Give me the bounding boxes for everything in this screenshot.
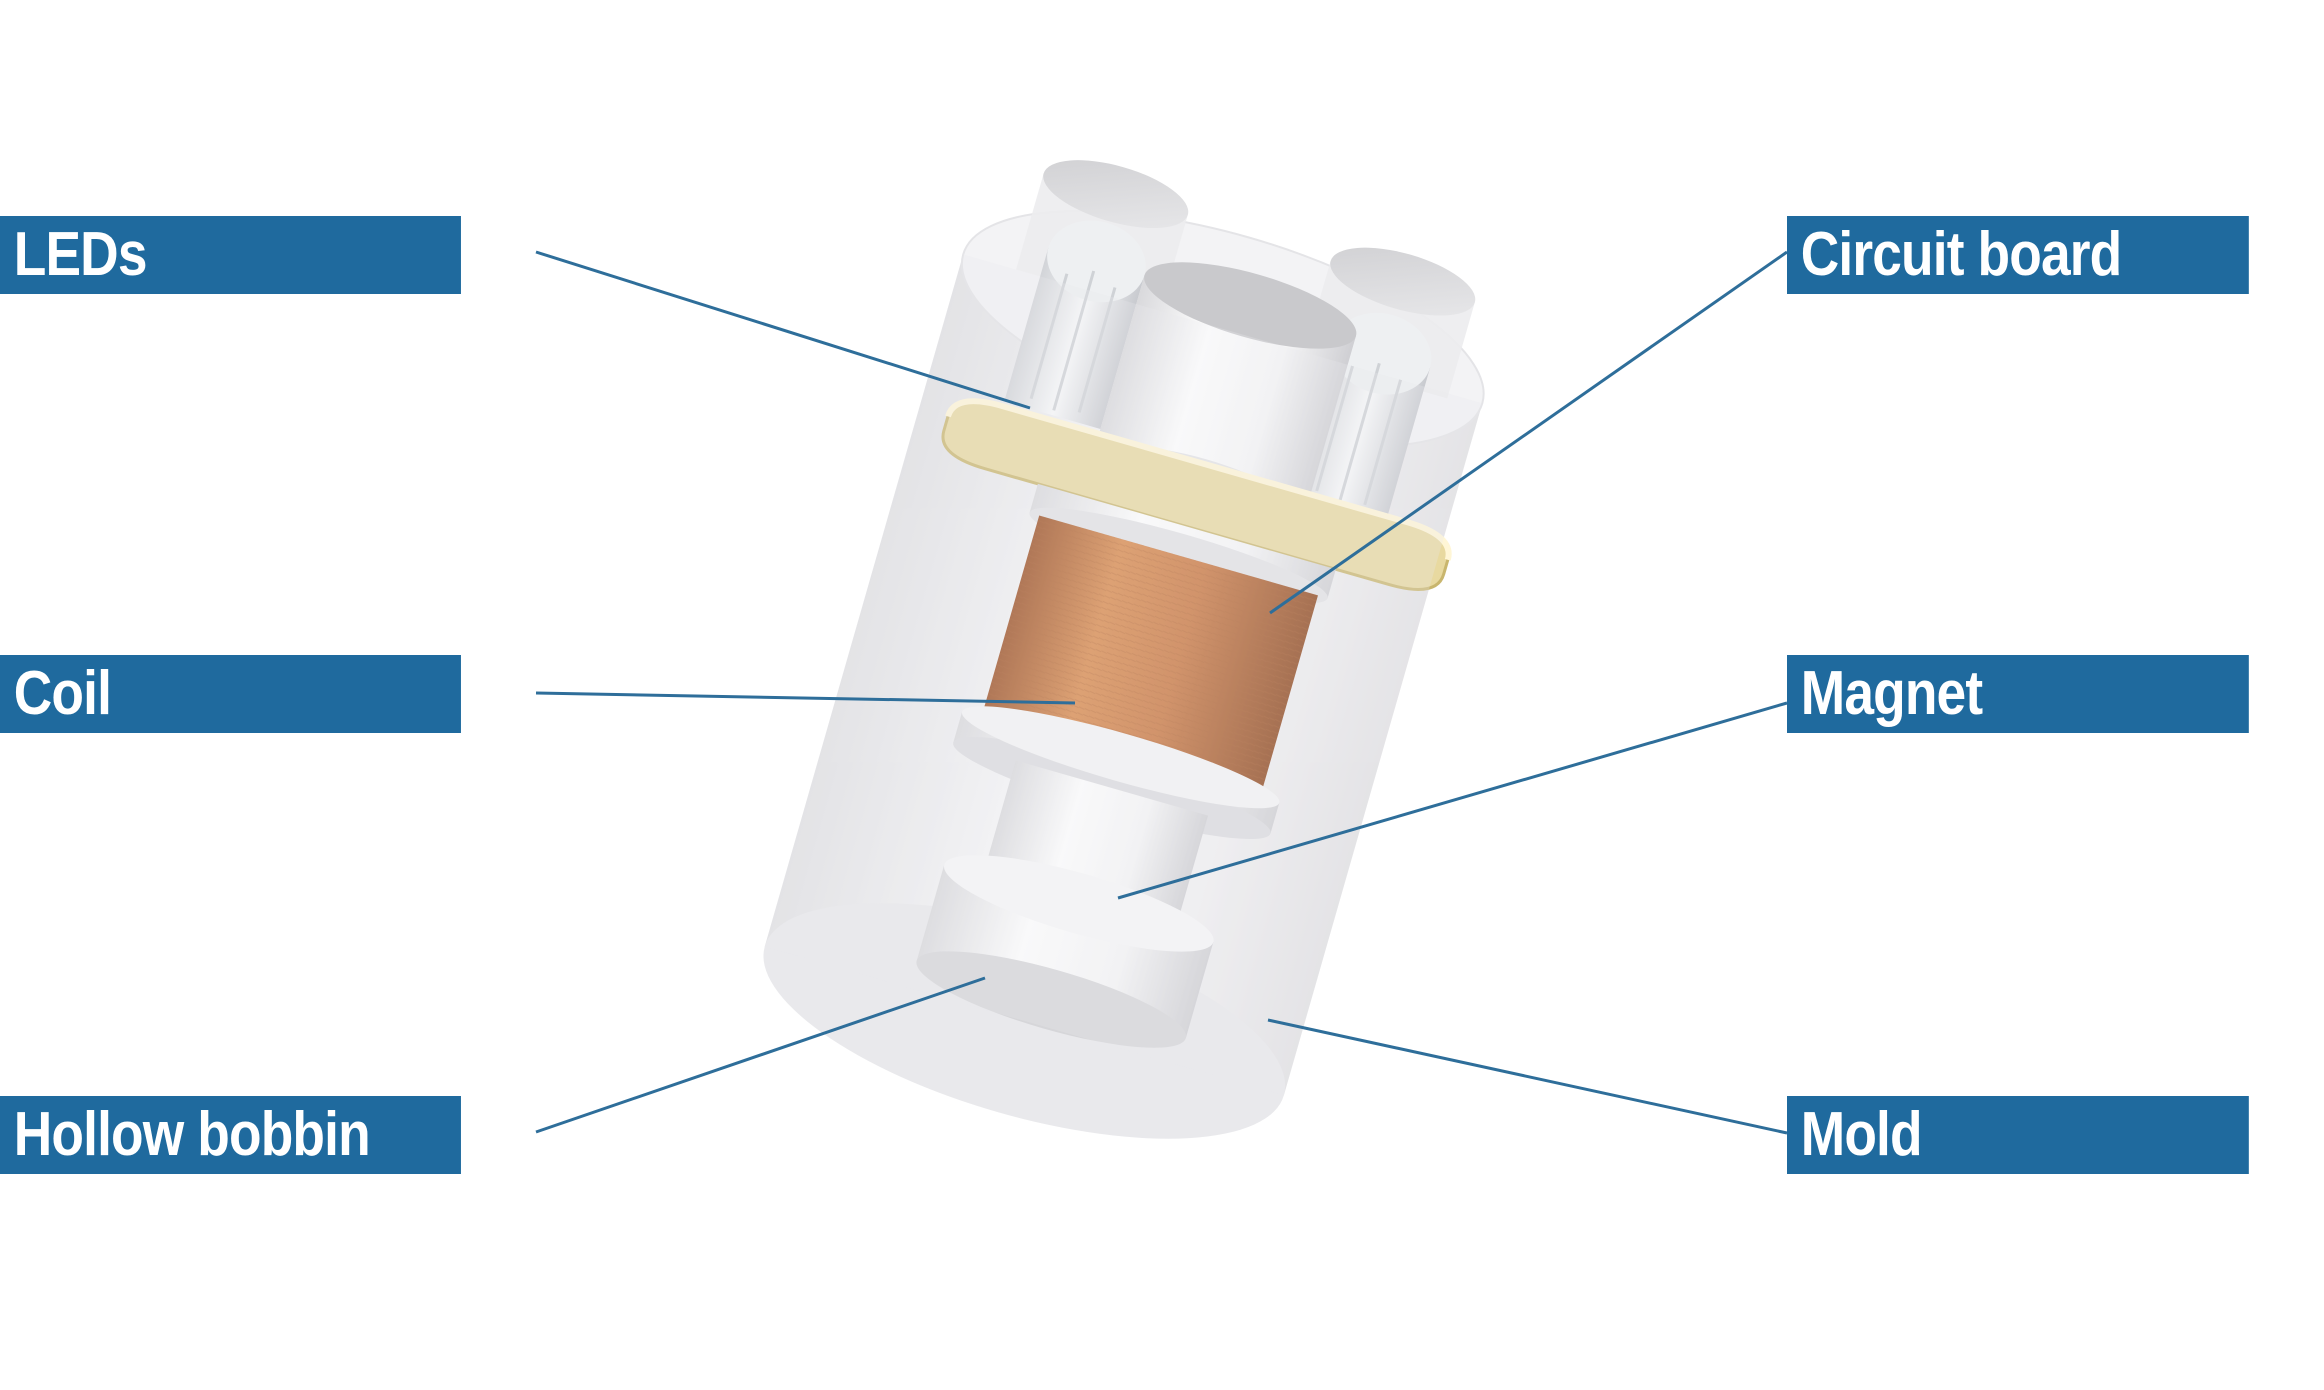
leader-lines — [535, 250, 1788, 1135]
circuit-board — [941, 398, 1452, 591]
leader-line-mold — [1267, 1018, 1788, 1135]
label-mold: Mold — [1787, 1096, 2249, 1174]
leader-line-magnet — [1117, 701, 1788, 900]
label-leds: LEDs — [0, 216, 461, 294]
led-left — [1004, 220, 1146, 429]
leader-line-circuit-board — [1269, 250, 1788, 615]
label-magnet: Magnet — [1787, 655, 2249, 733]
hollow-bobbin — [916, 855, 1214, 1048]
leader-line-hollow-bobbin — [535, 976, 986, 1134]
label-circuit-board: Circuit board — [1787, 216, 2249, 294]
mold-overlay — [764, 254, 1483, 1096]
label-hollow-bobbin: Hollow bobbin — [0, 1096, 461, 1174]
leader-line-coil — [535, 691, 1076, 705]
label-coil: Coil — [0, 655, 461, 733]
leader-line-leds — [535, 250, 1031, 410]
